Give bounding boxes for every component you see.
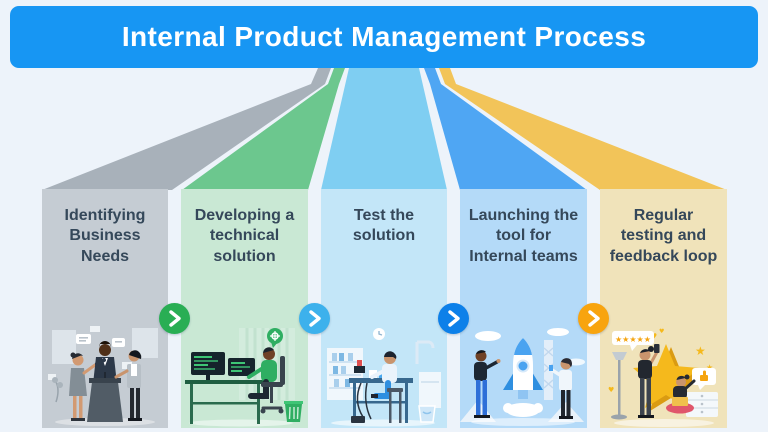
title-banner: Internal Product Management Process [10, 6, 758, 68]
funnel-ribbon-stage-2 [182, 68, 345, 190]
step-arrow-2 [299, 303, 330, 334]
stage-column-3: Test the solution [321, 189, 447, 428]
funnel-ribbon-stage-5 [439, 68, 727, 190]
funnel-ribbon-stage-4 [424, 68, 587, 190]
developer-workstation-illustration [185, 328, 303, 427]
stage-column-5: Regular testing and feedback loop ★ ★ ♥ … [600, 189, 727, 428]
funnel-ribbon-stage-3 [321, 68, 447, 190]
svg-text:★★★★★: ★★★★★ [615, 335, 651, 344]
stage-3-label: Test the solution [352, 207, 416, 245]
stage-column-2: Developing a technical solution [181, 189, 308, 428]
funnel-ribbon-stage-1 [42, 68, 331, 190]
stage-5-label: Regular testing and feedback loop [609, 207, 718, 265]
business-meeting-illustration [48, 326, 158, 426]
chevron-right-icon [309, 310, 321, 327]
lab-testing-illustration [327, 328, 441, 427]
chevron-right-icon [588, 310, 600, 327]
chevron-right-icon [169, 310, 181, 327]
step-arrow-3 [438, 303, 469, 334]
funnel-ribbons [42, 68, 727, 190]
stage-4-label: Launching the tool for Internal teams [468, 207, 579, 265]
stage-2-label: Developing a technical solution [194, 207, 295, 265]
svg-text:★: ★ [706, 363, 713, 372]
infographic-title: Internal Product Management Process [121, 21, 647, 52]
rocket-launch-illustration [460, 328, 585, 426]
step-arrow-4 [578, 303, 609, 334]
svg-text:♥: ♥ [608, 386, 614, 394]
svg-text:♥: ♥ [659, 328, 664, 335]
stage-column-4: Launching the tool for Internal teams [460, 189, 587, 428]
stage-column-1: Identifying Business Needs [42, 189, 168, 428]
chevron-right-icon [448, 310, 460, 327]
star-feedback-illustration: ★ ★ ♥ ♥ ♥ ★★★★★ [608, 328, 718, 427]
step-arrow-1 [159, 303, 190, 334]
svg-text:★: ★ [695, 344, 706, 358]
stage-1-label: Identifying Business Needs [64, 207, 146, 265]
